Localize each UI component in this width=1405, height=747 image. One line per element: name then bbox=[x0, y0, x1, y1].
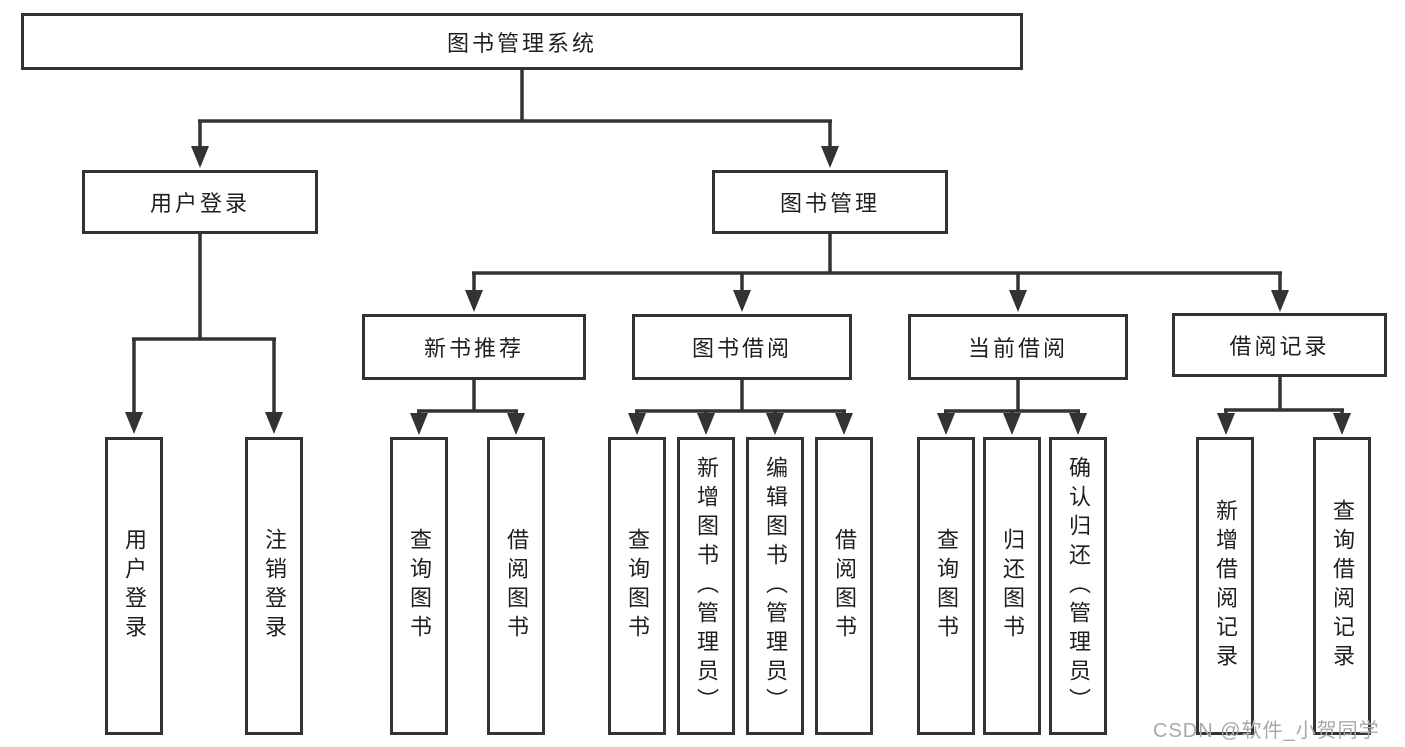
node-book-borrow-label: 图书借阅 bbox=[691, 336, 792, 361]
node-book-borrow: 图书借阅 bbox=[632, 314, 852, 380]
node-user-login-label: 用户登录 bbox=[149, 191, 250, 216]
leaf-borrow-book-recommend: 借阅图书 bbox=[487, 437, 545, 735]
leaf-query-book-borrow: 查询图书 bbox=[608, 437, 666, 735]
leaf-query-book-recommend: 查询图书 bbox=[390, 437, 448, 735]
node-new-book-recommend: 新书推荐 bbox=[362, 314, 586, 380]
node-borrow-records: 借阅记录 bbox=[1172, 313, 1387, 377]
leaf-borrow-book: 借阅图书 bbox=[815, 437, 873, 735]
leaf-user-login: 用户登录 bbox=[105, 437, 163, 735]
leaf-add-book-admin: 新增图书（管理员） bbox=[677, 437, 735, 735]
node-book-management: 图书管理 bbox=[712, 170, 948, 234]
leaf-query-borrow-record: 查询借阅记录 bbox=[1313, 437, 1371, 735]
leaf-edit-book-admin: 编辑图书（管理员） bbox=[746, 437, 804, 735]
node-borrow-records-label: 借阅记录 bbox=[1229, 334, 1330, 359]
watermark: CSDN @软件_小贺同学 bbox=[1153, 720, 1380, 742]
leaf-logout: 注销登录 bbox=[245, 437, 303, 735]
node-root: 图书管理系统 bbox=[21, 13, 1023, 70]
leaf-query-book-current: 查询图书 bbox=[917, 437, 975, 735]
leaf-add-borrow-record: 新增借阅记录 bbox=[1196, 437, 1254, 735]
node-root-label: 图书管理系统 bbox=[446, 30, 597, 56]
leaf-return-book: 归还图书 bbox=[983, 437, 1041, 735]
node-user-login: 用户登录 bbox=[82, 170, 318, 234]
node-new-book-recommend-label: 新书推荐 bbox=[423, 336, 524, 361]
node-book-management-label: 图书管理 bbox=[779, 191, 880, 216]
node-current-borrow: 当前借阅 bbox=[908, 314, 1128, 380]
leaf-confirm-return-admin: 确认归还（管理员） bbox=[1049, 437, 1107, 735]
node-current-borrow-label: 当前借阅 bbox=[967, 336, 1068, 361]
